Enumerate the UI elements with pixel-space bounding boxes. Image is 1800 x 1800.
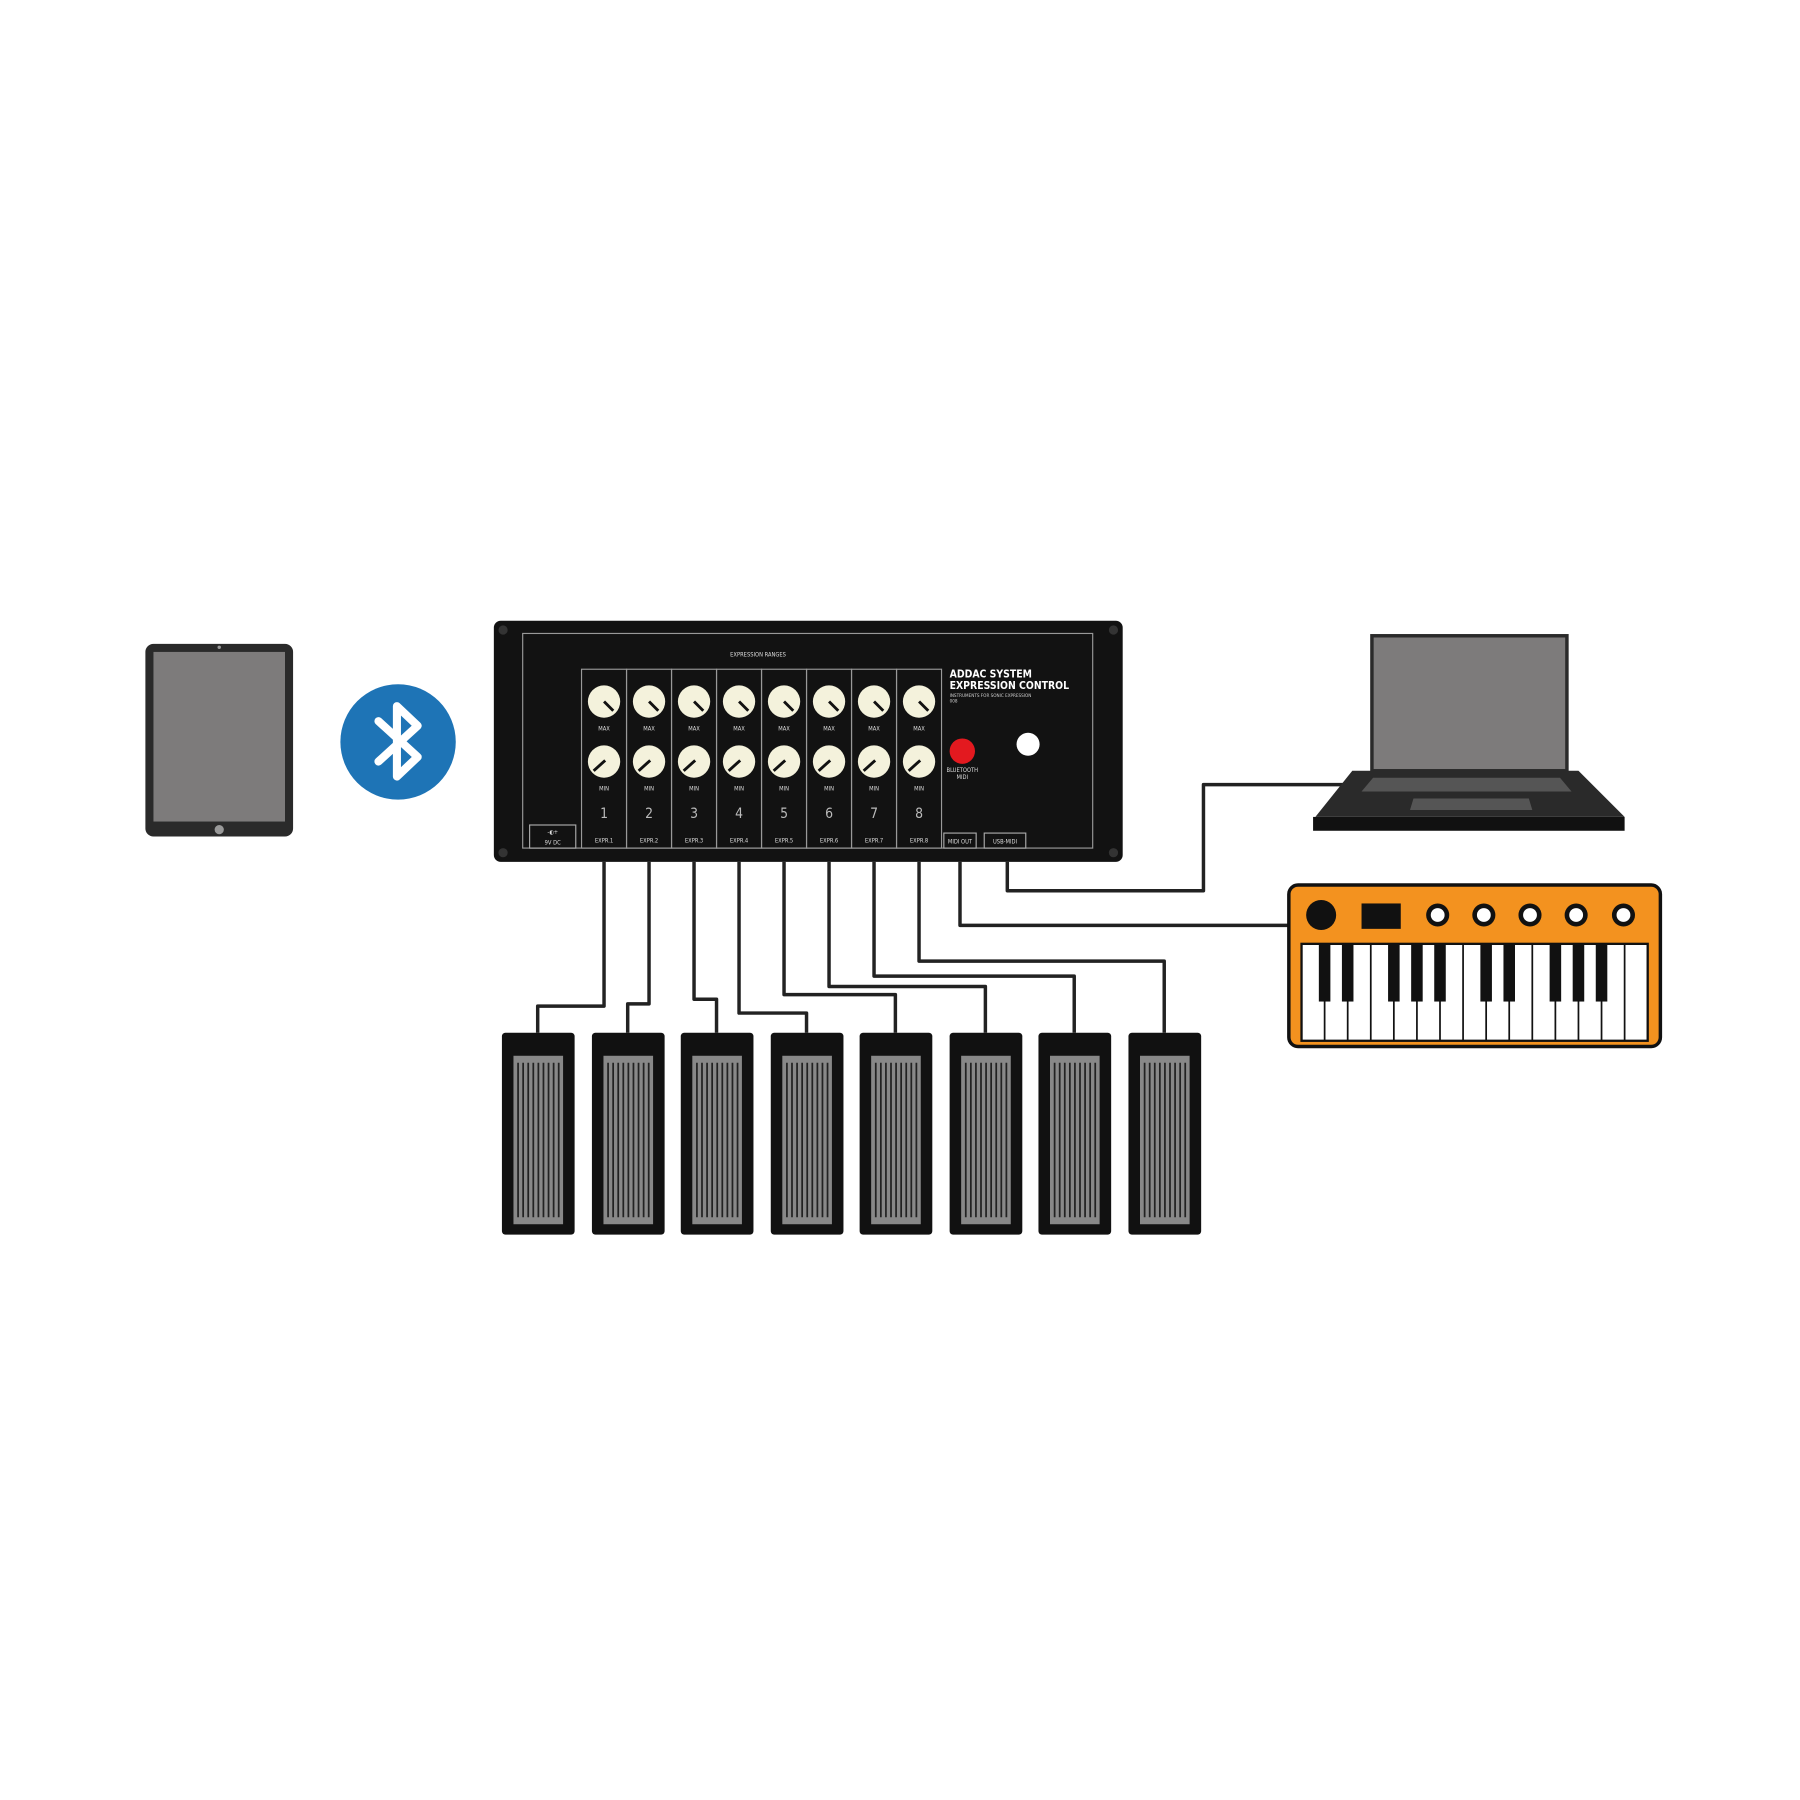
usb-midi-cable bbox=[1005, 782, 1353, 893]
expression-cable bbox=[692, 861, 719, 1033]
min-label: MIN bbox=[689, 786, 699, 792]
expression-cable bbox=[872, 861, 1076, 1033]
min-label: MIN bbox=[779, 786, 789, 792]
channel-number: 5 bbox=[780, 806, 788, 822]
expr-jack-label: EXPR.8 bbox=[910, 838, 928, 844]
max-label: MAX bbox=[598, 726, 610, 732]
min-label: MIN bbox=[599, 786, 609, 792]
max-label: MAX bbox=[868, 726, 880, 732]
expression-cable bbox=[917, 861, 1166, 1033]
channel-number: 3 bbox=[690, 806, 698, 822]
black-key bbox=[1411, 943, 1423, 1002]
section-label: EXPRESSION RANGES bbox=[730, 653, 786, 659]
expr-jack-label: EXPR.2 bbox=[640, 838, 658, 844]
expression-pedal-icon[interactable] bbox=[1038, 1032, 1112, 1235]
tablet-icon bbox=[145, 643, 294, 837]
black-key bbox=[1503, 943, 1515, 1002]
min-label: MIN bbox=[824, 786, 834, 792]
expression-pedal-icon[interactable] bbox=[949, 1032, 1023, 1235]
expression-cable bbox=[625, 861, 651, 1033]
black-key bbox=[1341, 943, 1354, 1002]
mode-knob[interactable] bbox=[1016, 732, 1040, 756]
black-key bbox=[1388, 943, 1400, 1002]
cables bbox=[535, 782, 1353, 1033]
channel-number: 8 bbox=[915, 806, 923, 822]
min-label: MIN bbox=[869, 786, 879, 792]
black-key bbox=[1480, 943, 1492, 1002]
midi-label: MIDI bbox=[957, 775, 969, 781]
bluetooth-label: BLUETOOTH bbox=[947, 768, 979, 774]
black-key bbox=[1572, 943, 1585, 1002]
expression-cable bbox=[782, 861, 898, 1033]
expr-jack-label: EXPR.3 bbox=[685, 838, 703, 844]
expr-jack-label: EXPR.5 bbox=[775, 838, 793, 844]
black-key bbox=[1318, 943, 1331, 1002]
max-label: MAX bbox=[733, 726, 745, 732]
midi-out-jack: MIDI OUT bbox=[948, 839, 973, 845]
expr-jack-label: EXPR.6 bbox=[820, 838, 838, 844]
expression-pedal-icon[interactable] bbox=[501, 1032, 575, 1235]
black-key bbox=[1595, 943, 1608, 1002]
expression-pedal-icon[interactable] bbox=[591, 1032, 665, 1235]
channel-number: 1 bbox=[600, 806, 608, 822]
model-label: 008 bbox=[950, 699, 958, 705]
midi-keyboard-icon bbox=[1287, 883, 1663, 1049]
black-key bbox=[1434, 943, 1446, 1002]
min-label: MIN bbox=[734, 786, 744, 792]
channel-number: 2 bbox=[645, 806, 653, 822]
expression-pedal-icon[interactable] bbox=[680, 1032, 754, 1235]
black-key bbox=[1549, 943, 1562, 1002]
expression-pedal-icon[interactable] bbox=[1128, 1032, 1202, 1235]
expr-jack-label: EXPR.7 bbox=[865, 838, 883, 844]
max-label: MAX bbox=[913, 726, 925, 732]
max-label: MAX bbox=[823, 726, 835, 732]
expr-jack-label: EXPR.4 bbox=[730, 838, 748, 844]
expression-cable bbox=[535, 861, 606, 1033]
min-label: MIN bbox=[914, 786, 924, 792]
laptop-icon bbox=[1313, 634, 1625, 831]
max-label: MAX bbox=[778, 726, 790, 732]
expression-cable bbox=[737, 861, 809, 1033]
bluetooth-midi-button[interactable] bbox=[949, 738, 975, 764]
midi-out-cable bbox=[958, 861, 1289, 928]
expr-jack-label: EXPR.1 bbox=[595, 838, 613, 844]
usb-midi-jack: USB-MIDI bbox=[993, 839, 1017, 845]
power-symbol: -◐+ bbox=[547, 830, 558, 836]
expression-cable bbox=[827, 861, 988, 1033]
channel-number: 4 bbox=[735, 806, 743, 822]
channel-number: 7 bbox=[870, 806, 878, 822]
min-label: MIN bbox=[644, 786, 654, 792]
expression-pedal-icon[interactable] bbox=[859, 1032, 933, 1235]
brand-label: ADDAC SYSTEM bbox=[950, 668, 1032, 680]
tagline: INSTRUMENTS FOR SONIC EXPRESSION bbox=[950, 693, 1032, 699]
max-label: MAX bbox=[643, 726, 655, 732]
max-label: MAX bbox=[688, 726, 700, 732]
bluetooth-icon bbox=[340, 684, 456, 800]
channel-number: 6 bbox=[825, 806, 833, 822]
power-jack-label: 9V DC bbox=[545, 841, 561, 847]
expression-pedal-icon[interactable] bbox=[770, 1032, 844, 1235]
product-label: EXPRESSION CONTROL bbox=[950, 680, 1070, 692]
expression-control-module: EXPRESSION RANGES ADDAC SYSTEM EXPRESSIO… bbox=[493, 620, 1123, 862]
